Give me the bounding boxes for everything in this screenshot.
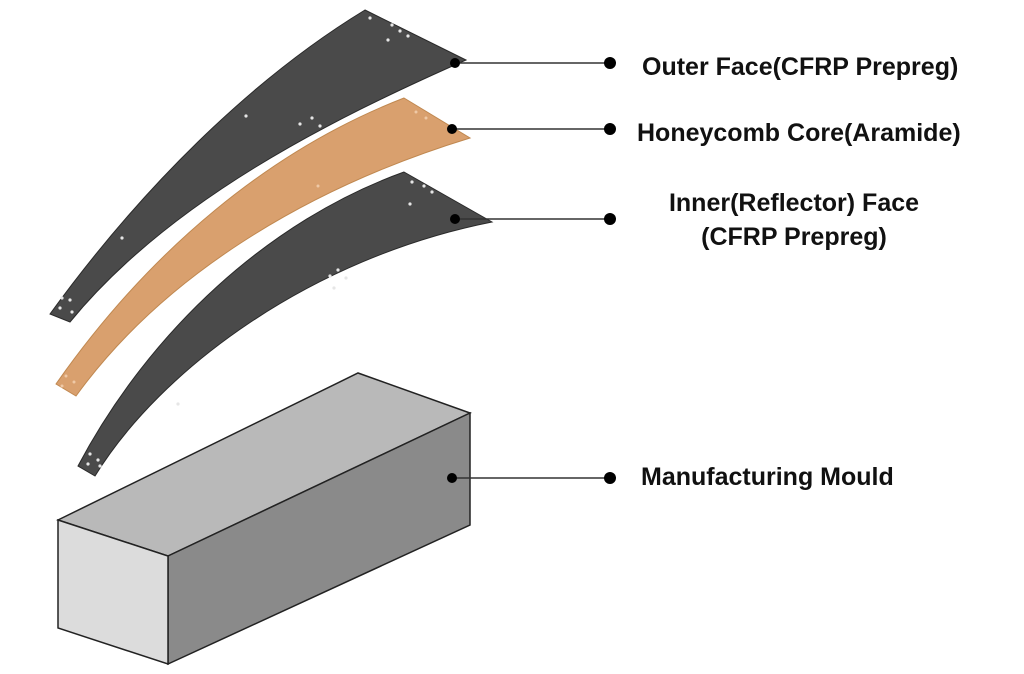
honeycomb-core-layer (55, 97, 472, 397)
mould-front-face (57, 518, 169, 666)
inner-face-sheet (77, 171, 494, 477)
label-inner-face-line2: (CFRP Prepreg) (701, 223, 887, 251)
leader-line-outer-face (450, 57, 616, 69)
honeycomb-core-marks (60, 110, 428, 388)
label-honeycomb-core: Honeycomb Core(Aramide) (637, 119, 961, 147)
label-outer-face: Outer Face(CFRP Prepreg) (642, 53, 959, 81)
label-inner-face-line1: Inner(Reflector) Face (668, 189, 920, 217)
outer-face-sheet (49, 9, 468, 323)
outer-face-holes (58, 16, 410, 314)
leader-line-honeycomb-core (447, 123, 616, 135)
label-manufacturing-mould: Manufacturing Mould (641, 463, 894, 491)
inner-face-holes (86, 180, 434, 468)
leader-line-inner-face (450, 213, 616, 225)
leader-line-mould (447, 472, 616, 484)
label-inner-face: Inner(Reflector) Face (CFRP Prepreg) (646, 186, 942, 254)
manufacturing-mould (56, 372, 472, 666)
